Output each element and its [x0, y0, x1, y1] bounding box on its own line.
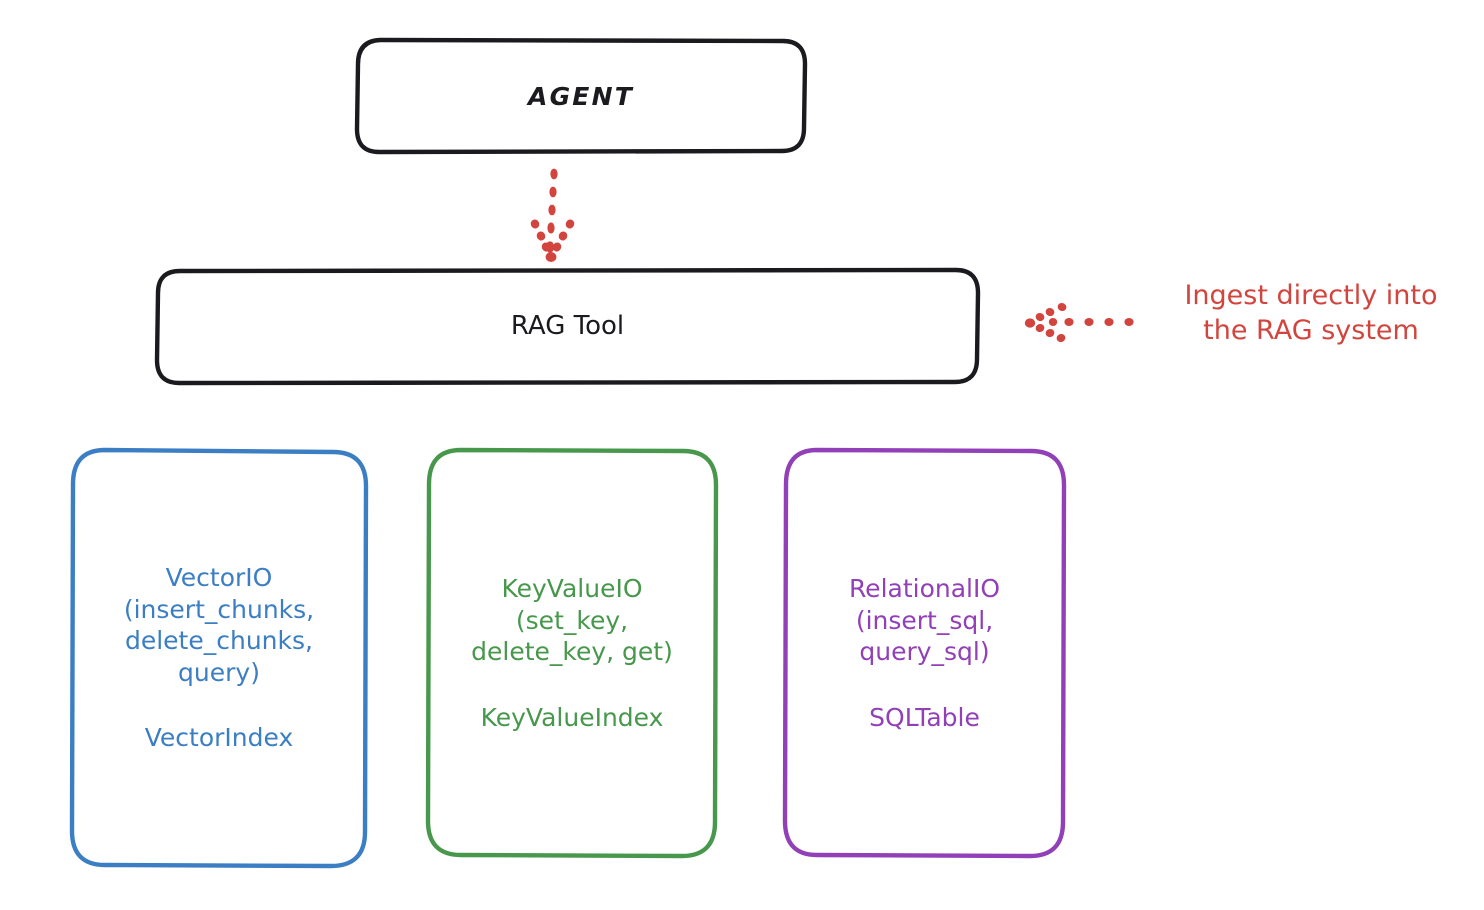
- vector-io-type-label: VectorIndex: [144, 723, 294, 753]
- relational-io-node[interactable]: RelationalIO (insert_sql, query_sql) SQL…: [784, 449, 1065, 857]
- vector-io-box-outline: [69, 447, 369, 869]
- vector-io-api-label: VectorIO (insert_chunks, delete_chunks, …: [123, 563, 315, 687]
- agent-box-outline: [354, 37, 808, 155]
- relational-io-type-label: SQLTable: [869, 702, 980, 732]
- key-value-io-node[interactable]: KeyValueIO (set_key, delete_key, get) Ke…: [427, 449, 717, 857]
- ingest-annotation-text: Ingest directly into the RAG system: [1184, 280, 1438, 347]
- agent-node[interactable]: AGENT: [356, 39, 806, 154]
- agent-label: AGENT: [528, 81, 634, 111]
- agent-to-rag-connector: [530, 168, 575, 262]
- rag-tool-label: RAG Tool: [510, 311, 625, 342]
- key-value-io-api-label: KeyValueIO (set_key, delete_key, get): [471, 574, 673, 666]
- vector-io-node[interactable]: VectorIO (insert_chunks, delete_chunks, …: [71, 449, 367, 867]
- key-value-io-type-label: KeyValueIndex: [480, 702, 664, 732]
- rag-tool-box-outline: [154, 267, 981, 386]
- relational-io-box-outline: [782, 447, 1067, 859]
- rag-tool-node[interactable]: RAG Tool: [156, 269, 979, 384]
- relational-io-api-label: RelationalIO (insert_sql, query_sql): [848, 574, 1001, 666]
- ingest-arrow-connector: [1024, 302, 1134, 343]
- key-value-io-box-outline: [425, 447, 719, 859]
